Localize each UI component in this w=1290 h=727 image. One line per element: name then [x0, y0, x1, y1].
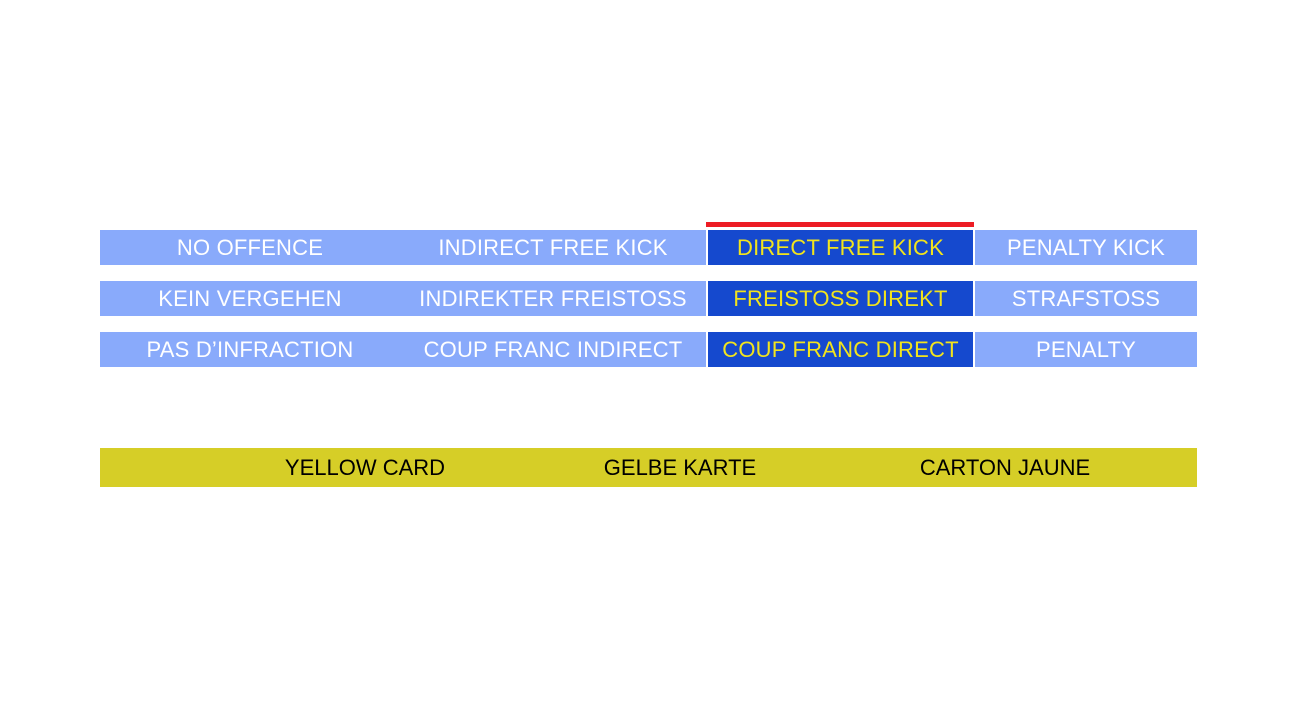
scale-cell-indirect-free-kick-english[interactable]: INDIRECT FREE KICK: [400, 230, 706, 265]
scale-row-french: PAS D’INFRACTION COUP FRANC INDIRECT COU…: [100, 332, 1197, 367]
scale-cell-label: STRAFSTOSS: [1011, 285, 1161, 311]
yellow-card-label-french: CARTON JAUNE: [845, 448, 1165, 487]
scale-cell-no-offence-english[interactable]: NO OFFENCE: [100, 230, 400, 265]
scale-cell-direct-free-kick-french[interactable]: COUP FRANC DIRECT: [708, 332, 973, 367]
red-accent-bar: [706, 222, 974, 227]
yellow-card-label-text: YELLOW CARD: [284, 454, 446, 480]
yellow-card-bar: YELLOW CARD GELBE KARTE CARTON JAUNE: [100, 448, 1197, 487]
scale-cell-label: PAS D’INFRACTION: [146, 336, 354, 362]
scale-cell-penalty-kick-french[interactable]: PENALTY: [975, 332, 1197, 367]
yellow-card-label-german: GELBE KARTE: [540, 448, 820, 487]
scale-cell-label: FREISTOSS DIREKT: [733, 285, 948, 311]
scale-row-english: NO OFFENCE INDIRECT FREE KICK DIRECT FRE…: [100, 230, 1197, 265]
scale-cell-label: COUP FRANC INDIRECT: [423, 336, 683, 362]
scale-cell-indirect-free-kick-french[interactable]: COUP FRANC INDIRECT: [400, 332, 706, 367]
scale-segment-normal-left-french: PAS D’INFRACTION COUP FRANC INDIRECT: [100, 332, 706, 367]
scale-cell-label: INDIREKTER FREISTOSS: [419, 285, 687, 311]
scale-cell-direct-free-kick-english[interactable]: DIRECT FREE KICK: [708, 230, 973, 265]
scale-cell-no-offence-german[interactable]: KEIN VERGEHEN: [100, 281, 400, 316]
scale-cell-label: NO OFFENCE: [176, 234, 324, 260]
yellow-card-label-text: CARTON JAUNE: [919, 454, 1091, 480]
scale-cell-label: COUP FRANC DIRECT: [722, 336, 959, 362]
scale-cell-no-offence-french[interactable]: PAS D’INFRACTION: [100, 332, 400, 367]
scale-cell-label: DIRECT FREE KICK: [737, 234, 944, 260]
sanction-scale: NO OFFENCE INDIRECT FREE KICK DIRECT FRE…: [100, 222, 1197, 367]
scale-segment-normal-left-german: KEIN VERGEHEN INDIREKTER FREISTOSS: [100, 281, 706, 316]
scale-segment-normal-left-english: NO OFFENCE INDIRECT FREE KICK: [100, 230, 706, 265]
scale-cell-direct-free-kick-german[interactable]: FREISTOSS DIREKT: [708, 281, 973, 316]
scale-cell-label: PENALTY: [1035, 336, 1137, 362]
scale-cell-label: KEIN VERGEHEN: [158, 285, 342, 311]
scale-cell-label: INDIRECT FREE KICK: [438, 234, 668, 260]
scale-cell-penalty-kick-german[interactable]: STRAFSTOSS: [975, 281, 1197, 316]
yellow-card-label-english: YELLOW CARD: [205, 448, 525, 487]
scale-cell-label: PENALTY KICK: [1006, 234, 1166, 260]
scale-cell-penalty-kick-english[interactable]: PENALTY KICK: [975, 230, 1197, 265]
scale-row-german: KEIN VERGEHEN INDIREKTER FREISTOSS FREIS…: [100, 281, 1197, 316]
yellow-card-label-text: GELBE KARTE: [603, 454, 757, 480]
scale-cell-indirect-free-kick-german[interactable]: INDIREKTER FREISTOSS: [400, 281, 706, 316]
